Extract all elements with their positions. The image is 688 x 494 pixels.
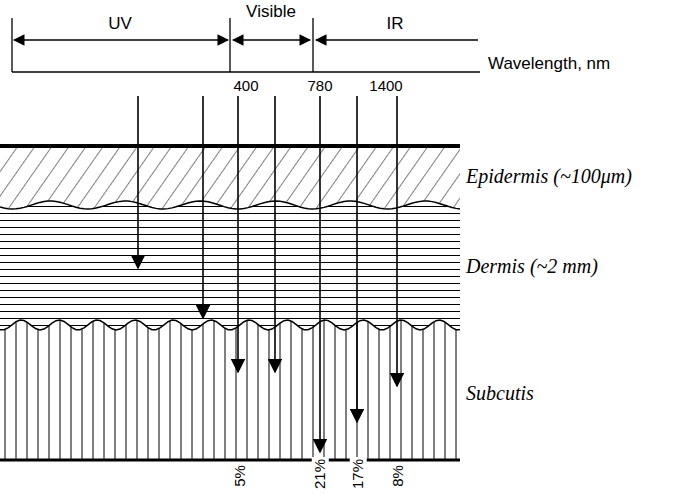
subcutis-layer: Subcutis	[0, 326, 460, 460]
axis-title: Wavelength, nm	[486, 55, 612, 74]
epidermis-layer: Epidermis (~100μm)	[0, 146, 460, 206]
tick-value: 780	[305, 78, 334, 95]
band-name: Visible	[244, 3, 298, 22]
dermis-fill	[0, 146, 460, 330]
wavelength-scale	[12, 18, 480, 72]
layer-name: Dermis (~2 mm)	[466, 255, 598, 278]
tick-value: 1400	[367, 78, 404, 95]
band-name: UV	[106, 15, 134, 34]
percent-value: 17%	[350, 457, 367, 491]
percent-value: 21%	[312, 457, 329, 491]
tick-value: 400	[231, 78, 260, 95]
epidermis-fill	[0, 146, 460, 209]
dermis-layer: Dermis (~2 mm)	[0, 206, 460, 326]
band-name: IR	[385, 15, 406, 34]
percent-value: 8%	[390, 463, 407, 489]
layer-name: Epidermis (~100μm)	[466, 165, 632, 188]
layer-name: Subcutis	[466, 382, 534, 405]
subcutis-fill	[0, 146, 460, 460]
penetration-arrows	[138, 96, 397, 452]
percent-value: 5%	[232, 463, 249, 489]
